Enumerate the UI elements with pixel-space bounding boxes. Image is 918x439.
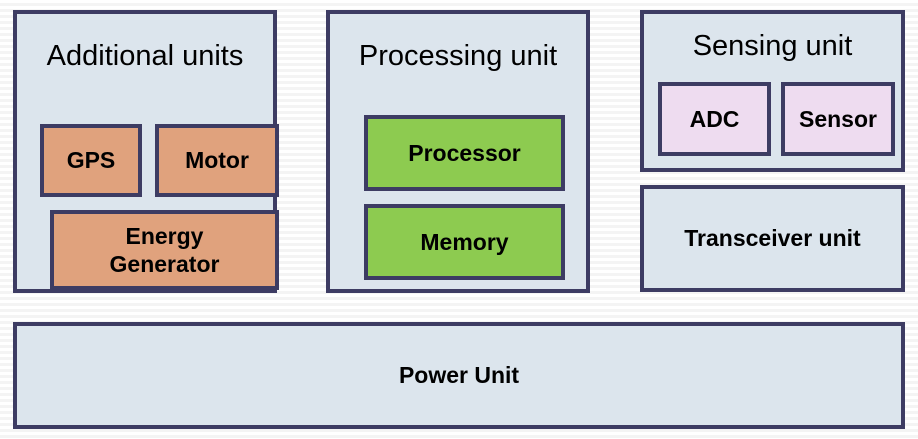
panel-title-sensing-unit: Sensing unit bbox=[692, 30, 853, 62]
panel-title-additional-units: Additional units bbox=[46, 40, 244, 72]
block-gps[interactable]: GPS bbox=[40, 124, 142, 197]
block-energy-generator[interactable]: Energy Generator bbox=[50, 210, 279, 290]
block-memory[interactable]: Memory bbox=[364, 204, 565, 280]
block-sensor[interactable]: Sensor bbox=[781, 82, 895, 156]
panel-additional-units[interactable]: Additional units GPS Motor Energy Genera… bbox=[13, 10, 279, 293]
panel-sensing-unit[interactable]: Sensing unit ADC Sensor bbox=[640, 10, 905, 172]
block-energy-generator-line1: Energy bbox=[125, 222, 204, 249]
block-energy-generator-label: Energy Generator bbox=[110, 222, 220, 278]
block-transceiver-unit[interactable]: Transceiver unit bbox=[640, 185, 905, 292]
block-energy-generator-line2: Generator bbox=[109, 251, 220, 277]
block-motor[interactable]: Motor bbox=[155, 124, 279, 197]
panel-processing-unit[interactable]: Processing unit Processor Memory bbox=[326, 10, 590, 293]
block-processor[interactable]: Processor bbox=[364, 115, 565, 191]
panel-title-processing-unit: Processing unit bbox=[358, 40, 558, 72]
block-power-unit[interactable]: Power Unit bbox=[13, 322, 905, 429]
block-adc[interactable]: ADC bbox=[658, 82, 771, 156]
